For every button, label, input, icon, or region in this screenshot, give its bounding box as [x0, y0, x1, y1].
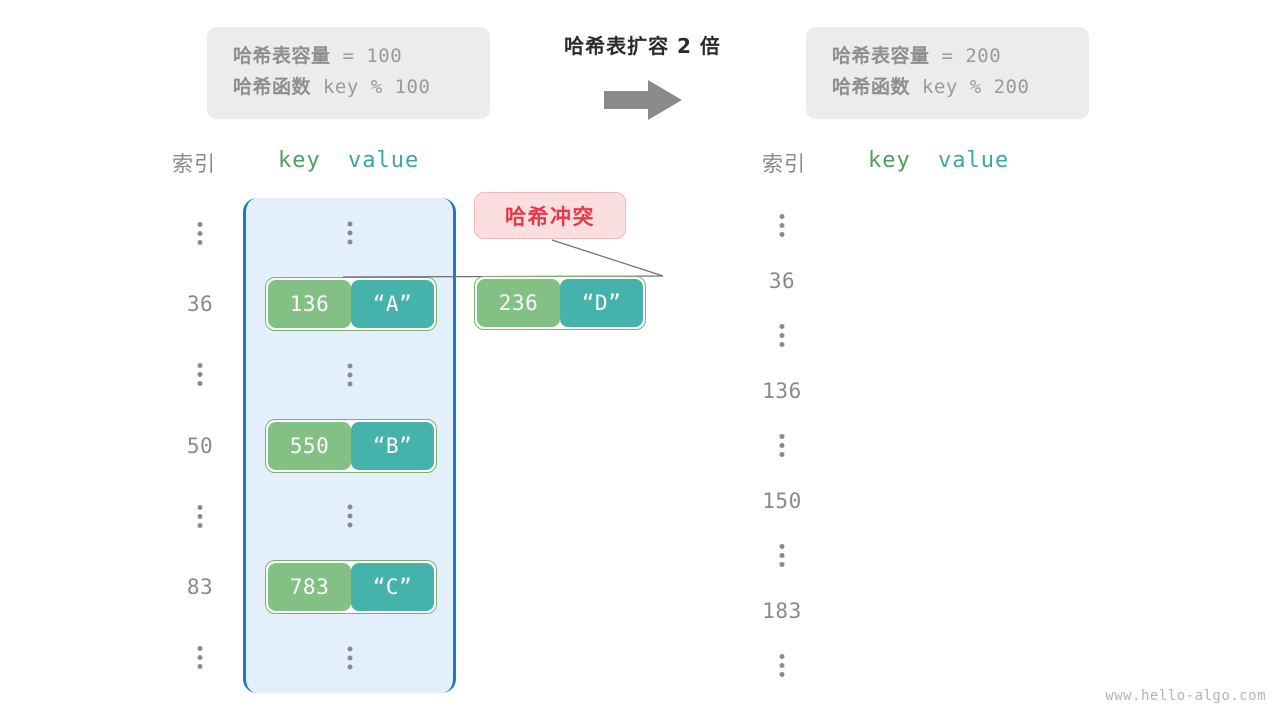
capacity-value: = 100	[330, 45, 403, 67]
index-label: 150	[762, 488, 802, 513]
vertical-ellipsis-icon	[779, 214, 785, 237]
vertical-ellipsis-icon	[779, 434, 785, 457]
index-ellipsis	[745, 434, 819, 457]
index-column-header: 索引	[762, 152, 806, 176]
entry-value: “D”	[560, 279, 643, 327]
value-column-header: value	[348, 148, 420, 173]
key-column-header: key	[278, 148, 321, 173]
key-column-header: key	[868, 148, 911, 173]
colliding-entry: 236 “D”	[474, 276, 646, 330]
function-value: key % 200	[910, 75, 1030, 98]
vertical-ellipsis-icon	[779, 544, 785, 567]
vertical-ellipsis-icon	[197, 646, 203, 670]
vertical-ellipsis-icon	[347, 221, 352, 245]
capacity-label: 哈希表容量	[233, 45, 331, 67]
index-ellipsis	[163, 646, 237, 670]
capacity-line: 哈希表容量 = 100	[233, 41, 464, 72]
hash-table-info-box-before: 哈希表容量 = 100 哈希函数 key % 100	[207, 27, 490, 119]
function-line: 哈希函数 key % 200	[832, 72, 1063, 103]
expand-title: 哈希表扩容 2 倍	[564, 34, 721, 58]
value-column-header: value	[938, 148, 1010, 173]
index-column-before: 36 50 83	[163, 198, 237, 693]
capacity-label: 哈希表容量	[832, 45, 930, 67]
table-entry: 136“A”	[265, 277, 437, 332]
index-ellipsis	[745, 324, 819, 347]
index-ellipsis	[163, 221, 237, 245]
bucket-array-before: 136“A” 550“B” 783“C”	[243, 198, 456, 693]
index-label: 183	[762, 598, 802, 623]
index-label: 36	[186, 292, 214, 317]
vertical-ellipsis-icon	[197, 221, 203, 245]
entry-value: “A”	[351, 280, 434, 329]
vertical-ellipsis-icon	[347, 646, 352, 670]
index-label: 136	[762, 378, 802, 403]
vertical-ellipsis-icon	[779, 654, 785, 677]
watermark: www.hello-algo.com	[1105, 688, 1266, 704]
entry-key: 550	[268, 421, 351, 470]
index-ellipsis	[745, 544, 819, 567]
vertical-ellipsis-icon	[197, 504, 203, 528]
vertical-ellipsis-icon	[779, 324, 785, 347]
right-arrow-icon	[604, 80, 682, 120]
capacity-value: = 200	[929, 45, 1002, 67]
collision-badge: 哈希冲突	[474, 192, 626, 239]
index-ellipsis	[745, 654, 819, 677]
function-line: 哈希函数 key % 100	[233, 72, 464, 103]
index-label: 36	[768, 268, 796, 293]
index-label: 50	[186, 433, 214, 458]
vertical-ellipsis-icon	[347, 363, 352, 387]
table-entry: 550“B”	[265, 418, 437, 473]
function-label: 哈希函数	[832, 75, 911, 98]
index-column-after: 36 136 150 183	[745, 198, 819, 693]
vertical-ellipsis-icon	[347, 504, 352, 528]
entry-key: 236	[477, 279, 560, 327]
capacity-line: 哈希表容量 = 200	[832, 41, 1063, 72]
index-column-header: 索引	[172, 152, 216, 176]
hash-table-info-box-after: 哈希表容量 = 200 哈希函数 key % 200	[806, 27, 1089, 119]
function-value: key % 100	[311, 75, 431, 98]
index-ellipsis	[745, 214, 819, 237]
entry-key: 783	[268, 562, 351, 611]
index-label: 83	[186, 574, 214, 599]
entry-value: “B”	[351, 421, 434, 470]
index-ellipsis	[163, 504, 237, 528]
table-entry: 783“C”	[265, 559, 437, 614]
entry-key: 136	[268, 280, 351, 329]
index-ellipsis	[163, 363, 237, 387]
function-label: 哈希函数	[233, 75, 312, 98]
vertical-ellipsis-icon	[197, 363, 203, 387]
entry-value: “C”	[351, 562, 434, 611]
